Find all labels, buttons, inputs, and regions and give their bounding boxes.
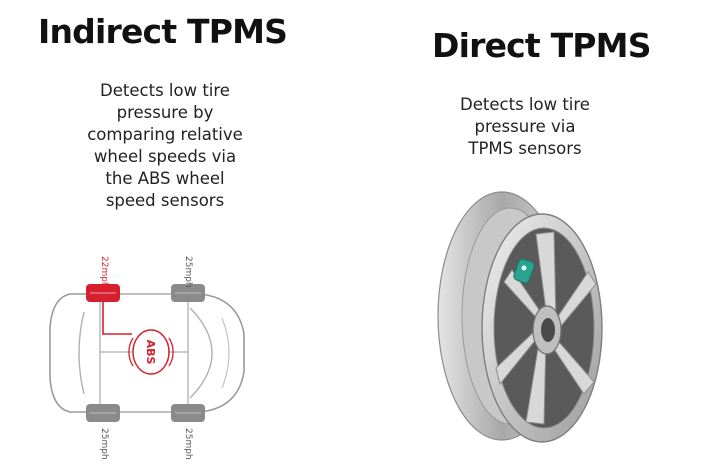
alloy-wheel-illustration bbox=[437, 191, 603, 443]
direct-tpms-description: Detects low tire pressure via TPMS senso… bbox=[400, 94, 650, 160]
description-line: pressure via bbox=[474, 117, 576, 136]
description-line: TPMS sensors bbox=[468, 139, 582, 158]
speed-label-rear-right: 25mph bbox=[183, 428, 193, 460]
description-line: Detects low tire bbox=[100, 81, 230, 100]
description-line: comparing relative bbox=[87, 125, 243, 144]
indirect-tpms-description: Detects low tire pressure by comparing r… bbox=[40, 80, 290, 212]
direct-tpms-title: Direct TPMS bbox=[432, 26, 651, 65]
abs-label: ABS bbox=[144, 340, 157, 365]
description-line: wheel speeds via bbox=[93, 147, 237, 166]
indirect-tpms-title: Indirect TPMS bbox=[38, 12, 288, 51]
description-line: the ABS wheel bbox=[105, 169, 225, 188]
abs-module: ABS bbox=[128, 329, 174, 375]
car-rear-window bbox=[78, 311, 85, 395]
car-hood-line bbox=[221, 317, 230, 389]
speed-label-front-left: 22mph bbox=[99, 256, 109, 288]
description-line: speed sensors bbox=[105, 191, 225, 210]
speed-label-rear-left: 25mph bbox=[99, 428, 109, 460]
wheel-hub-cap bbox=[541, 318, 555, 342]
description-line: pressure by bbox=[116, 103, 214, 122]
wheel-spokes bbox=[495, 231, 597, 425]
car-top-view-diagram: ABS 22mph 25mph 25mph 25mph bbox=[49, 256, 245, 460]
description-line: Detects low tire bbox=[460, 95, 590, 114]
speed-label-front-right: 25mph bbox=[183, 256, 193, 288]
tpms-sensor-icon bbox=[513, 258, 535, 284]
alert-signal-line bbox=[102, 300, 132, 335]
car-windshield bbox=[189, 307, 213, 399]
